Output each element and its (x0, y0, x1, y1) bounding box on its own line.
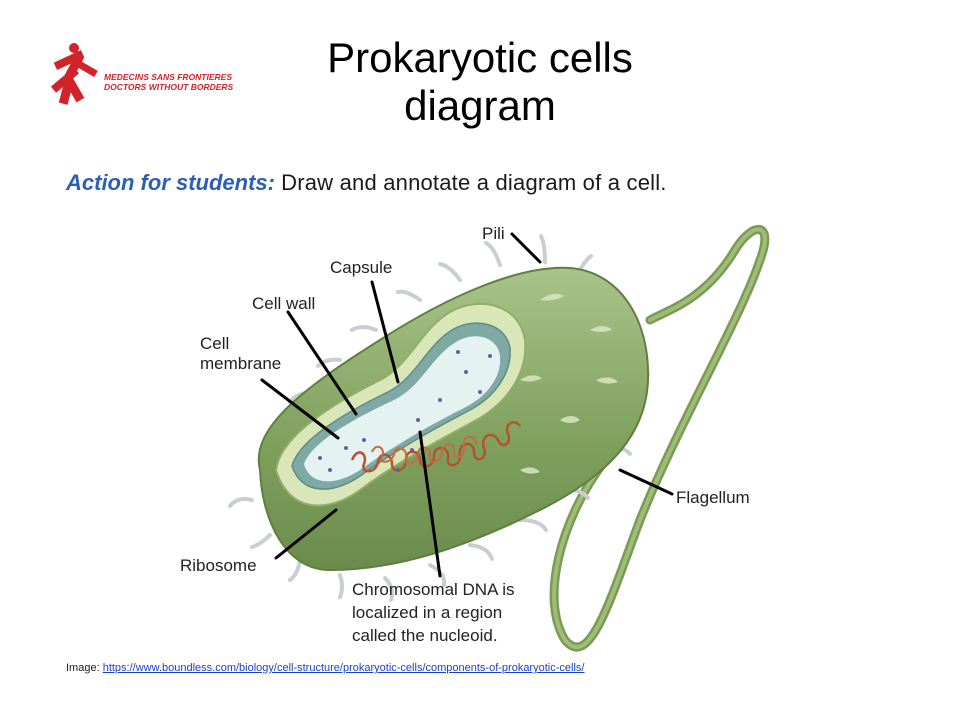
page-title: Prokaryotic cells diagram (200, 34, 760, 130)
label-capsule: Capsule (330, 258, 393, 277)
label-dna-line-3: called the nucleoid. (352, 626, 498, 645)
ribosomes (318, 350, 492, 472)
credit-prefix: Image: (66, 662, 100, 674)
leader-ribosome (274, 508, 338, 560)
label-cell-wall: Cell wall (252, 294, 316, 313)
leader-dna (418, 430, 442, 578)
label-dna-line-1: Chromosomal DNA is (352, 580, 515, 599)
label-chromosomal-dna: Chromosomal DNA is localized in a region… (352, 578, 515, 647)
title-line-2: diagram (404, 82, 556, 129)
cytoplasm (304, 336, 501, 482)
msf-running-man-icon (50, 43, 98, 105)
label-pili: Pili (482, 224, 505, 243)
label-ribosome: Ribosome (180, 556, 257, 575)
image-credit: Image: https://www.boundless.com/biology… (66, 662, 584, 674)
label-cell-membrane-line-1: Cell (200, 334, 230, 353)
logo-line-2: DOCTORS WITHOUT BORDERS (104, 82, 234, 92)
title-line-1: Prokaryotic cells (327, 34, 633, 81)
action-for-students: Action for students: Draw and annotate a… (66, 170, 667, 196)
msf-logo: MEDECINS SANS FRONTIERES DOCTORS WITHOUT… (44, 42, 233, 110)
leader-cell-membrane (260, 378, 340, 440)
action-lead: Action for students: (66, 170, 275, 195)
logo-line-1: MEDECINS SANS FRONTIERES (104, 72, 232, 82)
label-cell-membrane: Cell membrane (200, 334, 281, 374)
leader-pili (510, 232, 542, 264)
credit-link[interactable]: https://www.boundless.com/biology/cell-s… (102, 662, 585, 674)
nucleoid-dna (350, 421, 521, 473)
msf-logo-text: MEDECINS SANS FRONTIERES DOCTORS WITHOUT… (104, 72, 233, 92)
label-cell-membrane-line-2: membrane (200, 354, 282, 373)
leader-flagellum (618, 468, 674, 496)
label-dna-line-2: localized in a region (352, 603, 503, 622)
label-flagellum: Flagellum (676, 488, 750, 507)
leader-cell-wall (286, 310, 358, 416)
action-text: Draw and annotate a diagram of a cell. (281, 170, 667, 195)
leader-capsule (370, 280, 400, 384)
